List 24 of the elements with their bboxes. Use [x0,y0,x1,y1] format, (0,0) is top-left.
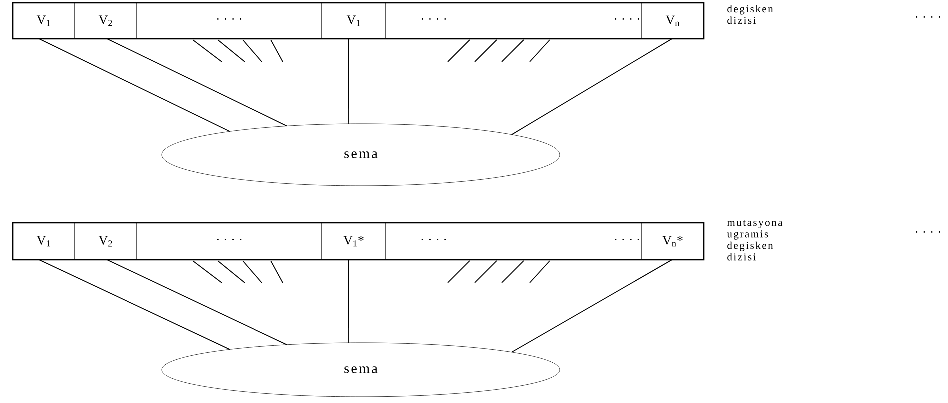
variable-cell: V$_{1}$ [12,222,76,260]
variable-cell: · · · · · · · · [386,222,642,260]
variable-cell: V$_{n}$ [642,2,704,40]
side-label: degisken dizisi [728,5,774,24]
connector-line [39,260,230,350]
variable-cell: · · · · [136,222,322,260]
connector-line [107,38,288,127]
variable-cell: V$_{2}$ [74,222,138,260]
connector-line [348,260,350,344]
variable-cell: V$_{2}$ [74,2,138,40]
variable-cell: V$_{1}$ [322,2,386,40]
connector-line [512,260,672,353]
connector-line [512,38,672,136]
connector-line [107,260,288,346]
side-label: mutasyona ugramis degisken dizisi [727,220,783,261]
variable-cell: V$_{n}$* [642,222,704,260]
ellipsis-dots: · · · · [916,16,940,18]
variable-cell: V$_{1}$ [12,2,76,40]
variable-cell: · · · · · · · · [386,2,642,40]
connector-line [348,38,350,124]
connector-line [39,38,230,132]
variable-cell: · · · · [136,2,322,40]
ellipsis-dots: · · · · [916,231,940,233]
variable-cell: V$_{1}$* [322,222,386,260]
